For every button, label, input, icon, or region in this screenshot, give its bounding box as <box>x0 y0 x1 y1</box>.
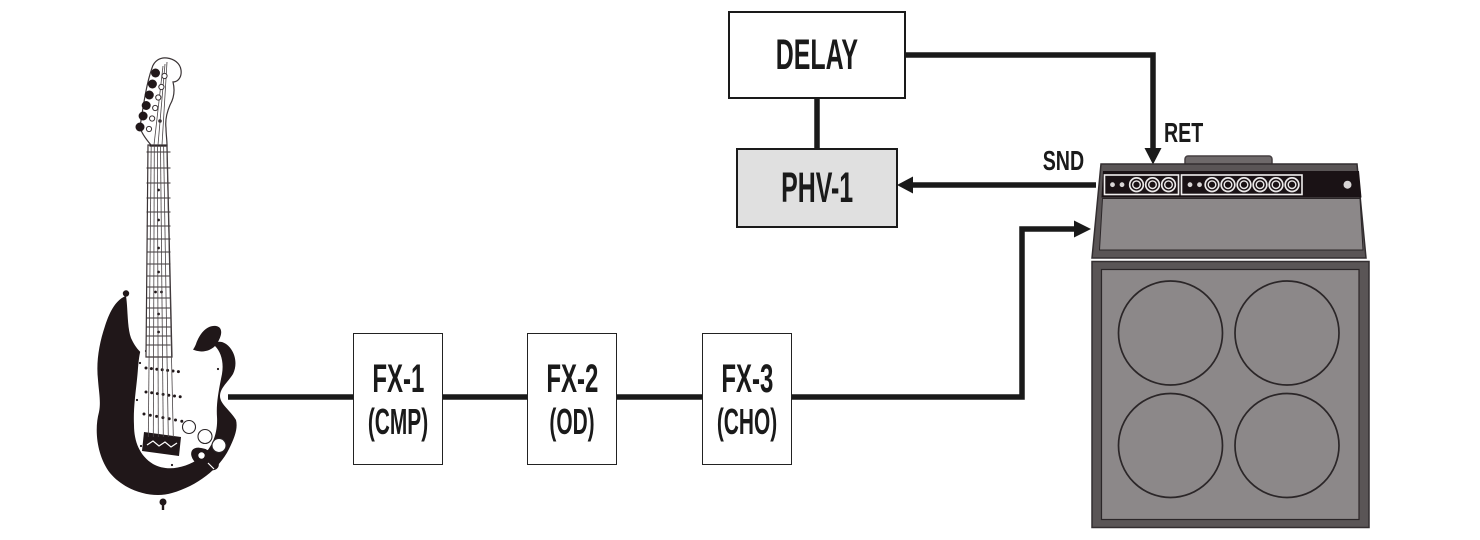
guitar-strings <box>147 144 174 438</box>
speakers <box>1117 280 1340 499</box>
node-fx1-label: FX-1 <box>371 356 425 401</box>
amp-face <box>1098 198 1364 251</box>
node-fx3: FX-3 (CHO) <box>702 333 792 465</box>
connection-lines <box>228 52 1156 400</box>
tuning-pegs <box>135 68 160 132</box>
power-led <box>1343 180 1352 189</box>
amp-jack <box>1187 182 1193 188</box>
node-delay-label: DELAY <box>775 30 859 79</box>
node-fx1-sublabel: (CMP) <box>367 400 429 442</box>
amp-knob-group-left <box>1103 174 1180 196</box>
amp-jack <box>1197 182 1202 188</box>
jack-hole <box>198 452 205 459</box>
guitar-knobs <box>181 419 227 454</box>
strap-button-bottom <box>159 498 167 506</box>
node-phv1: PHV-1 <box>736 148 898 228</box>
node-fx2-sublabel: (OD) <box>549 400 595 442</box>
guitar-frets <box>146 151 171 346</box>
amp-knob <box>1128 177 1177 193</box>
amplifier-head-icon <box>1091 155 1367 259</box>
speaker <box>1117 280 1224 386</box>
jack-slot <box>207 462 215 470</box>
guitar-output-jack <box>191 447 219 471</box>
amp-jack <box>1119 182 1125 188</box>
guitar-pickups <box>142 366 184 423</box>
speaker <box>1234 392 1340 499</box>
knob-group-frame <box>1103 174 1180 196</box>
tuner-ferrules <box>145 72 168 133</box>
knob-group-frame <box>1180 174 1303 196</box>
node-fx3-label: FX-3 <box>720 356 774 401</box>
send-label-text: SND <box>1042 145 1084 176</box>
amp-knob <box>1204 177 1300 193</box>
speaker <box>1117 392 1224 499</box>
speaker <box>1234 280 1340 386</box>
arrowhead-amp-input-icon <box>1074 220 1091 238</box>
node-phv1-label: PHV-1 <box>780 163 854 212</box>
speaker-cabinet-icon <box>1091 260 1370 529</box>
electric-guitar-icon <box>96 57 237 510</box>
send-label: SND <box>984 147 1084 175</box>
arrowhead-return-icon <box>1144 148 1162 165</box>
string-tree <box>158 119 162 123</box>
node-fx2: FX-2 (OD) <box>527 333 617 465</box>
cabinet-face <box>1100 268 1360 521</box>
amp-knob-group-right <box>1180 174 1303 196</box>
node-delay: DELAY <box>728 11 906 99</box>
return-label: RET <box>1164 119 1220 147</box>
return-label-text: RET <box>1164 117 1204 148</box>
cable-guitar-to-amp-input <box>228 226 1078 400</box>
arrowheads <box>897 148 1162 238</box>
node-fx2-label: FX-2 <box>545 356 599 401</box>
cable-delay-to-return <box>906 52 1156 150</box>
bridge-saddles <box>146 440 178 448</box>
amp-jack <box>1110 182 1115 188</box>
strap-button-top <box>122 290 130 297</box>
arrowhead-send-icon <box>897 176 913 194</box>
node-fx1: FX-1 (CMP) <box>353 333 443 465</box>
node-fx3-sublabel: (CHO) <box>716 400 778 442</box>
